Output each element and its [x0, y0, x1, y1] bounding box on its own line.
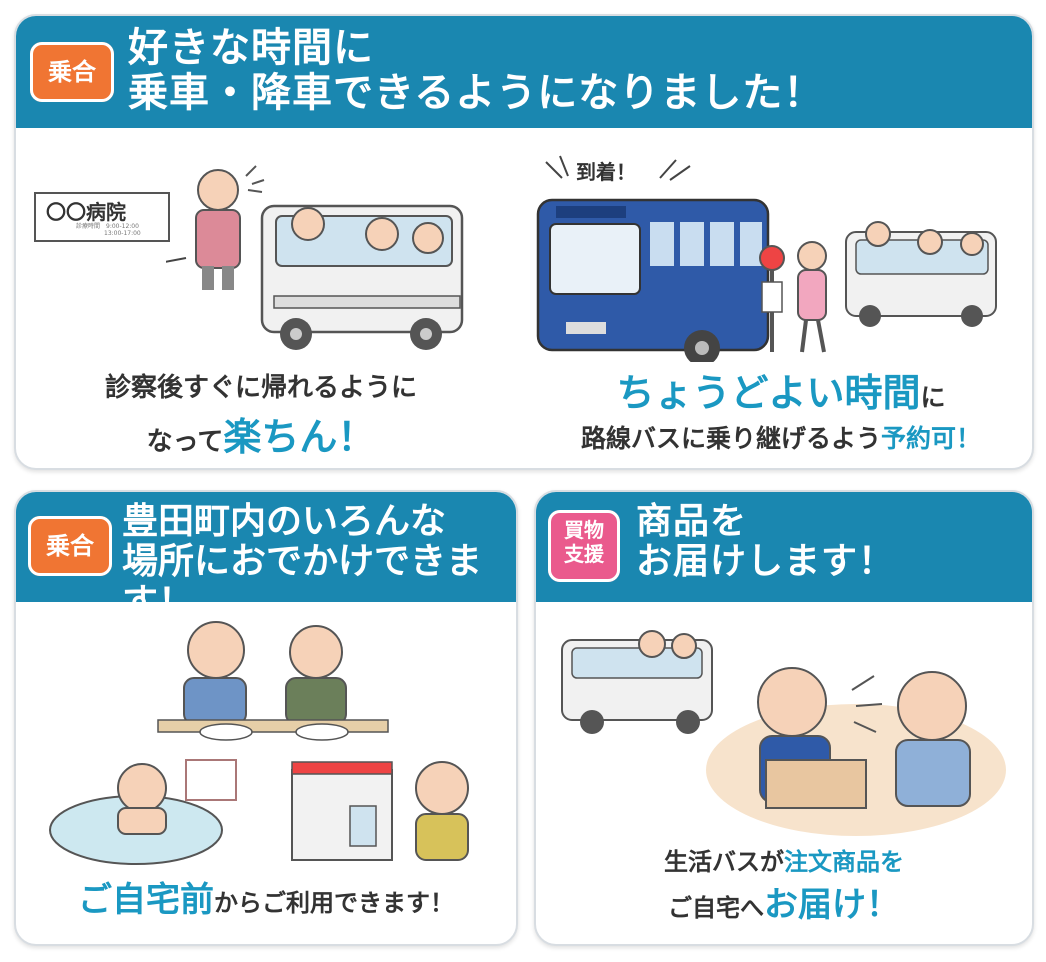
badge-noriai: 乗合 — [30, 42, 114, 102]
bottom-left-title: 豊田町内のいろんな 場所におでかけできます！ — [122, 501, 516, 623]
outing-scene-illustration — [49, 621, 469, 865]
bottom-left-panel: 乗合 豊田町内のいろんな 場所におでかけできます！ ご自宅前からご利用できます！ — [14, 490, 518, 946]
top-title-line2: 乗車・降車できるようになりました！ — [128, 69, 825, 116]
bottom-right-panel: 買物 支援 商品を お届けします！ 生活バスが注文商品を ご自宅へお届け！ — [534, 490, 1034, 946]
badge-noriai-2: 乗合 — [28, 516, 112, 576]
bus-arrival-illustration — [536, 155, 997, 362]
top-left-caption-line2-pre: なって — [146, 427, 224, 458]
bottom-right-title-line1: 商品を — [636, 501, 748, 542]
bottom-right-title-line2: お届けします！ — [636, 541, 896, 583]
bottom-left-title-line2: 場所におでかけできます！ — [122, 541, 483, 623]
delivery-scene-illustration — [561, 630, 1006, 836]
hospital-scene-illustration — [166, 165, 464, 350]
hospital-sign-hours: 診療時間 9:00-12:00 13:00-17:00 — [76, 223, 141, 237]
top-right-caption-highlight1: ちょうどよい時間 — [616, 371, 921, 415]
bottom-left-title-line1: 豊田町内のいろんな — [122, 501, 447, 542]
hospital-sign-name: 〇〇病院 — [46, 200, 126, 224]
bottom-right-caption-highlight1: 注文商品を — [784, 848, 904, 876]
top-right-caption-line1-post: に — [920, 383, 946, 412]
top-title-line1: 好きな時間に — [128, 25, 374, 71]
hospital-sign: 〇〇病院 診療時間 9:00-12:00 13:00-17:00 — [34, 192, 170, 242]
top-left-caption-highlight: 楽ちん！ — [223, 415, 376, 460]
top-right-caption-line2-pre: 路線バスに乗り継げるよう — [580, 424, 881, 454]
bottom-left-caption: ご自宅前からご利用できます！ — [24, 872, 508, 921]
top-header — [16, 16, 1032, 128]
top-title: 好きな時間に 乗車・降車できるようになりました！ — [128, 26, 824, 116]
bottom-right-caption: 生活バスが注文商品を ご自宅へお届け！ — [546, 844, 1022, 931]
bottom-left-caption-highlight: ご自宅前 — [78, 880, 214, 920]
badge-kaimono-shien: 買物 支援 — [548, 510, 620, 582]
bottom-left-caption-post: からご利用できます！ — [214, 889, 454, 917]
top-right-caption-highlight2: 予約可！ — [881, 424, 982, 454]
top-right-caption: ちょうどよい時間に 路線バスに乗り継げるよう予約可！ — [536, 366, 1026, 457]
top-left-caption: 診察後すぐに帰れるように なって楽ちん！ — [46, 368, 476, 467]
bottom-right-title: 商品を お届けします！ — [636, 501, 896, 583]
arrival-label: 到着！ — [576, 160, 636, 184]
bottom-right-caption-line2-pre: ご自宅へ — [668, 894, 764, 922]
top-left-caption-line1: 診察後すぐに帰れるように — [104, 373, 417, 403]
bottom-right-caption-highlight2: お届け！ — [764, 885, 900, 925]
top-panel: 乗合 好きな時間に 乗車・降車できるようになりました！ 〇〇病院 診療時間 9:… — [14, 14, 1034, 470]
bottom-right-caption-line1-pre: 生活バスが — [664, 848, 784, 876]
